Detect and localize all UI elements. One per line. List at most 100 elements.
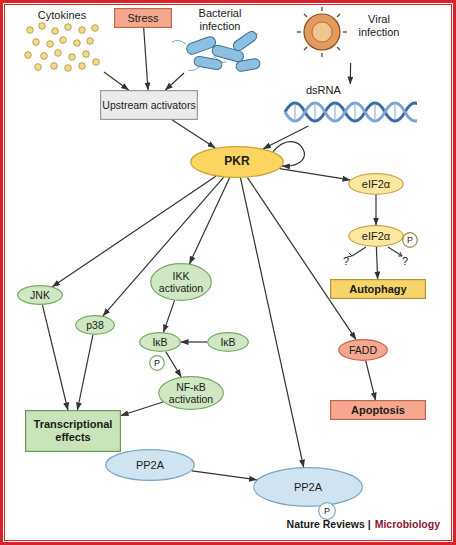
- protein-ellipse: JNK: [17, 285, 63, 305]
- node-text-holder: Viral infection: [296, 7, 406, 63]
- bacteria-illustration: [172, 29, 261, 72]
- arrow-connector: [77, 335, 93, 410]
- stress-box: Stress: [114, 8, 172, 28]
- credit-journal: Nature Reviews |: [287, 518, 371, 530]
- node-text-holder: dsRNA: [282, 84, 418, 126]
- illustration-node: Cytokines: [20, 7, 104, 75]
- arrow-connector: [280, 169, 350, 180]
- question-mark: ?: [402, 255, 408, 267]
- node-label: Apoptosis: [351, 404, 405, 417]
- protein-ellipse: p38: [75, 315, 115, 335]
- arrow-connector: [263, 126, 308, 149]
- node-text-holder: PKR: [190, 146, 284, 178]
- node-text-holder: JNK: [17, 285, 63, 305]
- question-mark: ?: [343, 255, 349, 267]
- protein-ellipse: PP2A: [253, 467, 363, 507]
- arrow-connector: [172, 120, 215, 148]
- node-text-holder: Upstream activators: [100, 90, 198, 120]
- cytokine-dots: [25, 23, 100, 72]
- node-text-holder: IκB: [139, 332, 181, 352]
- arrow-connector: [192, 471, 257, 480]
- node-text-holder: Autophagy: [330, 279, 426, 299]
- outcome-box: Transcriptional effects: [25, 410, 121, 452]
- node-text-holder: Transcriptional effects: [25, 410, 121, 452]
- node-text-holder: PP2A: [253, 467, 363, 507]
- illustration-node: Bacterial infection: [176, 7, 264, 73]
- protein-ellipse: IκB: [207, 332, 249, 352]
- dsrna-helix: [285, 103, 425, 121]
- arrow-connector: [241, 178, 304, 467]
- phospho-circle: P: [318, 502, 336, 520]
- node-label: PP2A: [294, 481, 322, 494]
- node-text-holder: PP2A: [105, 449, 195, 481]
- node-label: eIF2α: [362, 178, 390, 191]
- arrow-connector: [273, 142, 304, 166]
- node-label: JNK: [30, 289, 50, 301]
- node-text-holder: P: [149, 355, 165, 371]
- node-text-holder: Bacterial infection: [176, 7, 264, 73]
- arrow-connector: [144, 28, 148, 90]
- node-text-holder: eIF2α: [348, 173, 404, 195]
- node-text-holder: P: [402, 232, 418, 248]
- arrow-connector: [376, 247, 377, 279]
- arrow-connector: [121, 402, 163, 416]
- arrow-connector: [103, 177, 224, 315]
- node-label: p38: [86, 319, 104, 331]
- node-text-holder: p38: [75, 315, 115, 335]
- node-label: P: [407, 235, 413, 245]
- arrow-connector: [350, 63, 352, 84]
- node-label: eIF2α: [362, 230, 390, 243]
- arrow-connector: [42, 305, 68, 410]
- node-label: Viral infection: [352, 13, 406, 38]
- phospho-circle: P: [149, 355, 165, 371]
- kinase-ellipse: PKR: [190, 146, 284, 178]
- outcome-box: Apoptosis: [330, 400, 426, 420]
- node-text-holder: NF-κB activation: [158, 376, 224, 410]
- node-text-holder: FADD: [338, 339, 388, 361]
- node-label: Upstream activators: [102, 99, 195, 111]
- node-label: Transcriptional effects: [25, 418, 121, 443]
- node-text-holder: Apoptosis: [330, 400, 426, 420]
- phospho-circle: P: [402, 232, 418, 248]
- virus-illustration: [297, 7, 347, 57]
- illustration-node: dsRNA: [282, 84, 418, 126]
- node-label: IKK activation: [150, 270, 212, 294]
- node-label: Stress: [127, 12, 158, 25]
- node-text-holder: IKK activation: [150, 263, 212, 301]
- protein-ellipse: FADD: [338, 339, 388, 361]
- node-text-holder: P: [318, 502, 336, 520]
- node-text-holder: eIF2α: [348, 225, 404, 247]
- node-label: dsRNA: [306, 84, 341, 97]
- frame-inner: [5, 5, 452, 541]
- node-label: P: [324, 506, 330, 516]
- node-text-holder: Stress: [114, 8, 172, 28]
- node-label: Cytokines: [38, 9, 86, 22]
- node-label: NF-κB activation: [158, 381, 224, 405]
- question-leaders: [347, 247, 402, 257]
- arrow-connector: [164, 301, 175, 333]
- protein-ellipse: eIF2α: [348, 173, 404, 195]
- node-text-holder: IκB: [207, 332, 249, 352]
- arrow-connector: [166, 352, 181, 377]
- node-text-holder: Cytokines: [20, 7, 104, 75]
- node-label: IκB: [220, 336, 235, 348]
- credit-section: Microbiology: [375, 518, 440, 530]
- process-box: Upstream activators: [100, 90, 198, 120]
- credit-line: Nature Reviews | Microbiology: [287, 518, 440, 530]
- arrow-connector: [366, 361, 376, 400]
- node-label: FADD: [349, 344, 377, 356]
- arrow-connector: [104, 72, 129, 90]
- protein-ellipse: NF-κB activation: [158, 376, 224, 410]
- node-label: IκB: [152, 336, 167, 348]
- node-label: PKR: [224, 155, 249, 169]
- protein-ellipse: eIF2α: [348, 225, 404, 247]
- node-label: P: [154, 358, 160, 368]
- arrow-connector: [190, 178, 230, 264]
- arrow-connector: [248, 178, 356, 340]
